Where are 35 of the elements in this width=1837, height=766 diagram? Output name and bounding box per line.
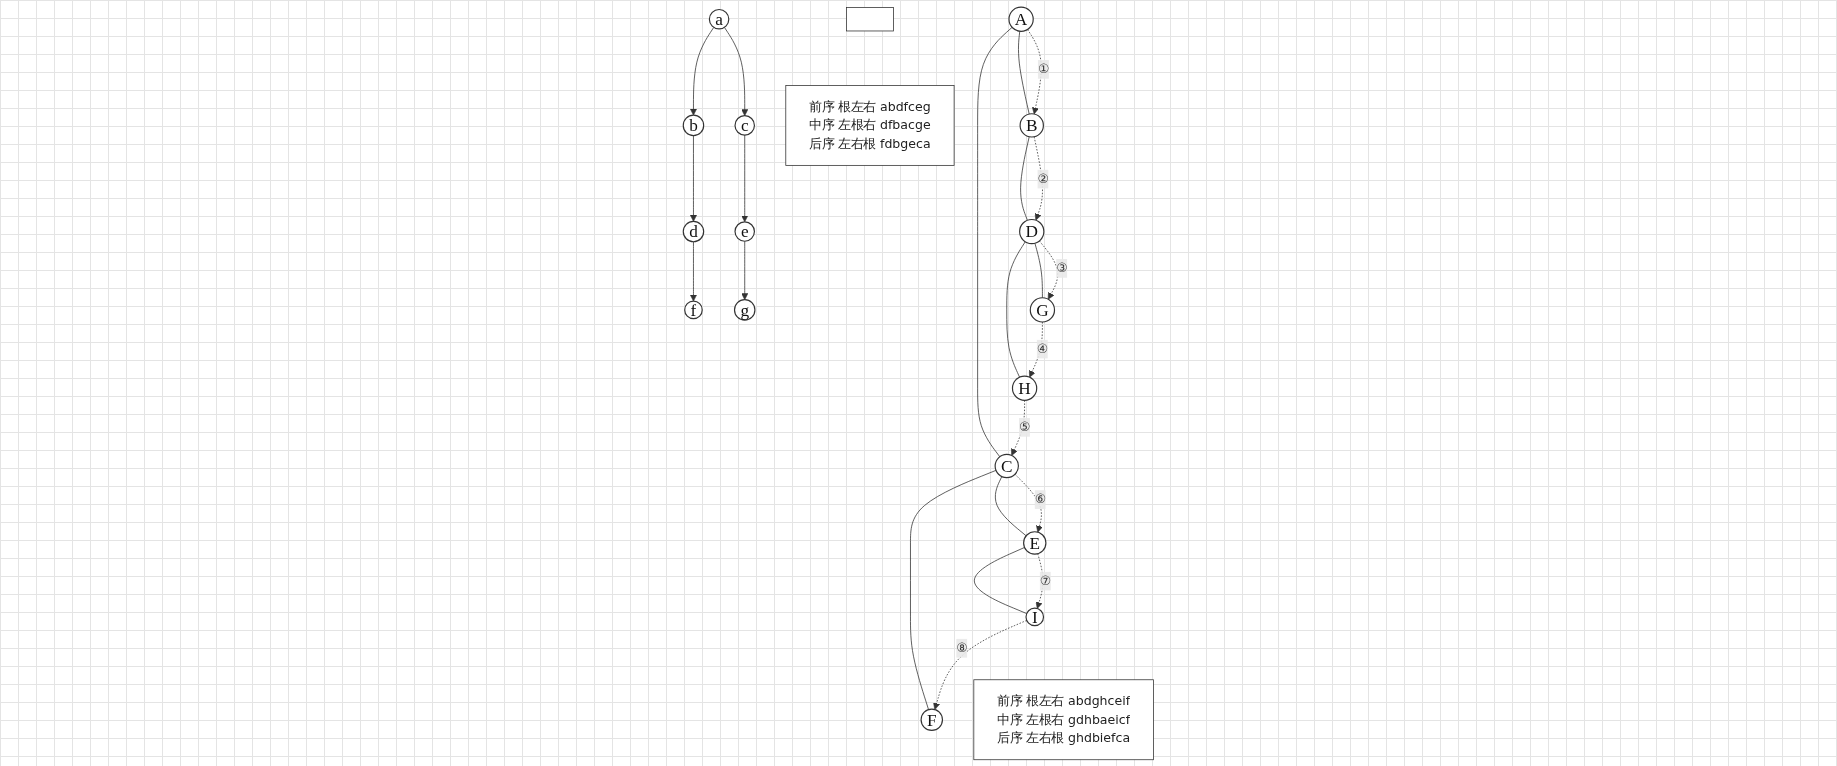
connector	[974, 547, 1028, 614]
node-box: 前序 根左右 abdfceg 中序 左根右 dfbacge 后序 左右根 fdbgeca	[785, 85, 955, 166]
node-circle: H	[1011, 375, 1038, 401]
node-circle: e	[734, 221, 756, 242]
node-box	[846, 7, 894, 32]
edge-label: ③	[1056, 260, 1068, 276]
node-circle: d	[682, 220, 705, 243]
node-circle: b	[682, 114, 705, 137]
node-circle: F	[920, 708, 944, 731]
connector	[977, 26, 1013, 458]
edge-label: ⑧	[956, 640, 968, 656]
node-circle: A	[1008, 6, 1034, 32]
connector	[1034, 242, 1043, 299]
connector	[910, 470, 997, 710]
edge-label: ④	[1036, 341, 1049, 357]
node-circle: E	[1023, 531, 1047, 555]
connector	[1018, 30, 1030, 115]
node-circle: I	[1025, 607, 1045, 627]
node-circle: B	[1019, 113, 1045, 138]
connector	[1020, 136, 1030, 221]
node-circle: C	[994, 453, 1020, 479]
node-circle: f	[684, 300, 703, 320]
edge-label: ⑥	[1034, 491, 1046, 507]
node-circle: c	[734, 115, 756, 136]
edge-label: ②	[1037, 171, 1049, 187]
connector	[995, 476, 1027, 537]
edge-label: ⑤	[1019, 419, 1031, 435]
connector	[1006, 241, 1026, 378]
node-circle: g	[734, 299, 756, 321]
node-circle: a	[708, 8, 730, 30]
edge-label: ①	[1037, 61, 1050, 77]
node-circle: G	[1029, 297, 1056, 323]
node-circle: D	[1019, 218, 1045, 245]
node-box: 前序 根左右 abdghceif 中序 左根右 gdhbaeicf 后序 左右根 ghdbiefca	[973, 679, 1155, 761]
edge-label: ⑦	[1039, 573, 1052, 589]
